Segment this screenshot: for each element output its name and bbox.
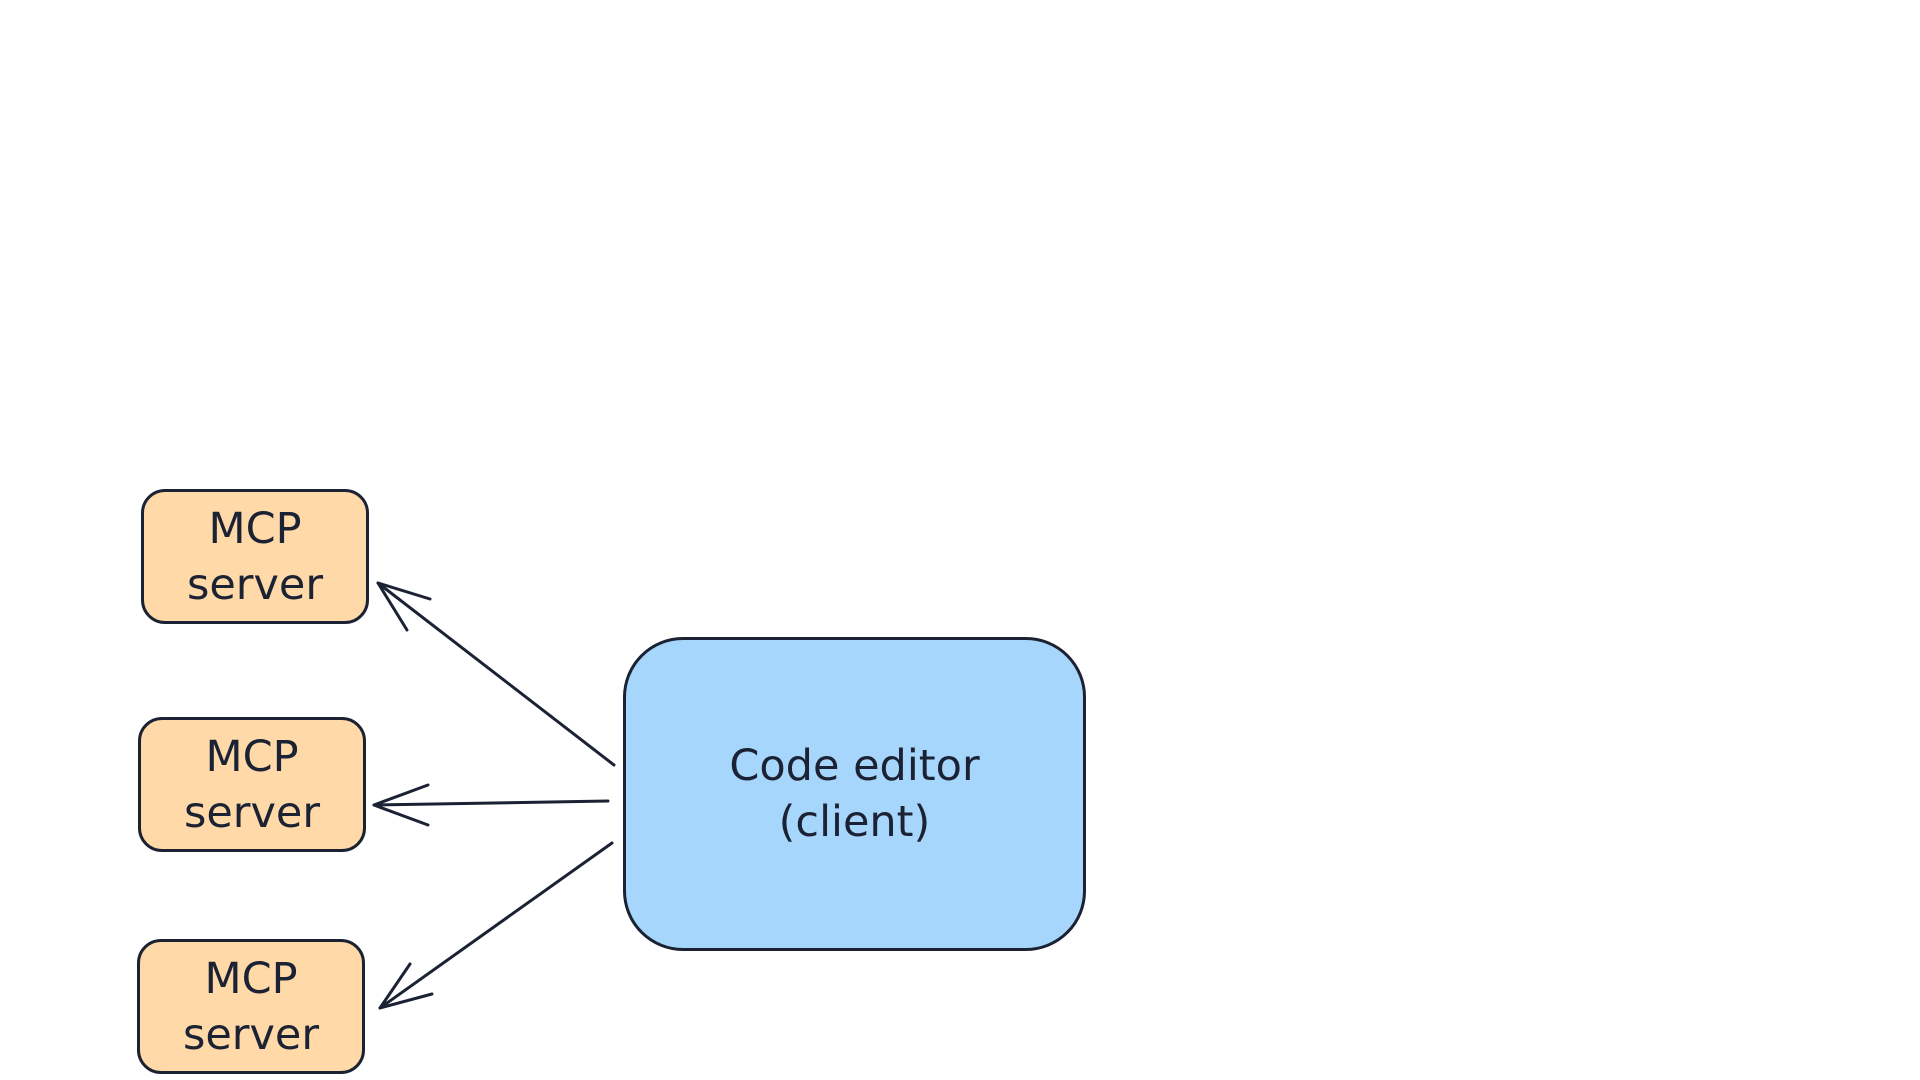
arrow-to-server-2 — [372, 799, 610, 807]
code-editor-client: Code editor (client) — [623, 637, 1086, 951]
mcp-server-3: MCP server — [137, 939, 365, 1074]
arrow-head-server-2 — [372, 783, 430, 827]
arrow-head-server-1 — [376, 581, 432, 632]
mcp-server-2-label: MCP server — [183, 731, 321, 838]
mcp-server-3-label: MCP server — [182, 953, 320, 1060]
code-editor-client-label: Code editor (client) — [729, 741, 980, 847]
arrow-to-server-1 — [376, 581, 616, 767]
arrow-to-server-3 — [378, 841, 614, 1010]
arrow-head-server-3 — [378, 962, 434, 1010]
mcp-server-2: MCP server — [138, 717, 366, 852]
mcp-server-1: MCP server — [141, 489, 369, 624]
mcp-server-1-label: MCP server — [186, 503, 324, 610]
